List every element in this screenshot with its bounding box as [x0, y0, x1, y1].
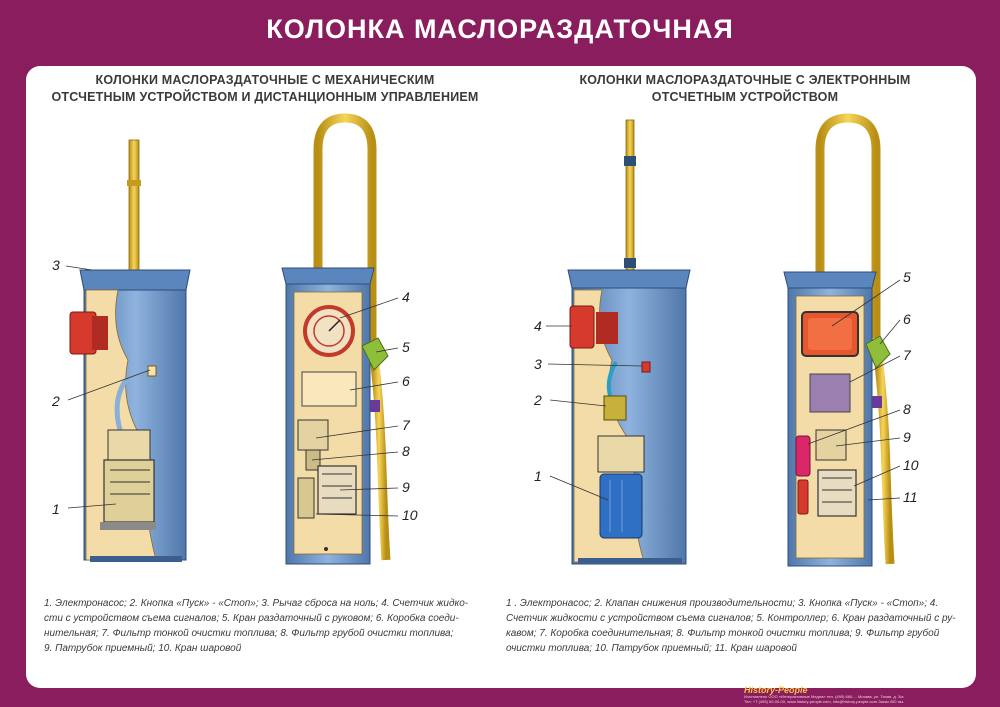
right-label-10: 10	[903, 457, 919, 473]
publisher-fine-print: Изготовлено ООО «Интерактивные Медиа» те…	[744, 694, 934, 704]
left-label-6: 6	[402, 373, 410, 389]
left-label-1: 1	[52, 501, 60, 517]
publisher-logo: History-People	[744, 685, 808, 695]
right-subtitle-line-1: КОЛОНКИ МАСЛОРАЗДАТОЧНЫЕ С ЭЛЕКТРОННЫМ	[579, 73, 911, 87]
right-label-11: 11	[903, 489, 918, 505]
left-label-8: 8	[402, 443, 410, 459]
left-subtitle-line-2: ОТСЧЕТНЫМ УСТРОЙСТВОМ И ДИСТАНЦИОННЫМ УП…	[51, 90, 479, 104]
left-label-4: 4	[402, 289, 410, 305]
left-label-5: 5	[402, 339, 410, 355]
left-subtitle: КОЛОНКИ МАСЛОРАЗДАТОЧНЫЕ С МЕХАНИЧЕСКИМ …	[30, 72, 500, 106]
left-legend: 1. Электронасос; 2. Кнопка «Пуск» - «Сто…	[44, 596, 474, 656]
right-label-1: 1	[534, 468, 542, 484]
fine-print-line-2: Тел: +7 (495) 00-00-00, www.history-peop…	[744, 699, 905, 704]
left-pump-cutaway	[69, 139, 191, 562]
left-label-3: 3	[52, 257, 60, 273]
publisher-footer: History-People Изготовлено ООО «Интеракт…	[744, 685, 994, 706]
right-label-2: 2	[533, 392, 542, 408]
right-label-4: 4	[534, 318, 542, 334]
right-legend-line-1: 1 . Электронасос; 2. Клапан снижения про…	[506, 598, 939, 609]
right-label-7: 7	[903, 347, 912, 363]
right-legend-line-4: очистки топлива; 10. Патрубок приемный; …	[506, 643, 797, 654]
leader-lines	[65, 265, 901, 517]
right-legend: 1 . Электронасос; 2. Клапан снижения про…	[506, 596, 956, 656]
fine-print-line-1: Изготовлено ООО «Интерактивные Медиа» те…	[744, 694, 904, 699]
right-label-6: 6	[903, 311, 911, 327]
left-legend-line-4: 9. Патрубок приемный; 10. Кран шаровой	[44, 643, 242, 654]
page-title: КОЛОНКА МАСЛОРАЗДАТОЧНАЯ	[266, 14, 734, 44]
left-pump-interior	[281, 113, 391, 565]
right-label-3: 3	[534, 356, 542, 372]
left-label-10: 10	[402, 507, 418, 523]
right-label-5: 5	[903, 269, 911, 285]
left-label-9: 9	[402, 479, 410, 495]
left-legend-line-2: сти с устройством съема сигналов; 5. Кра…	[44, 613, 459, 624]
right-label-8: 8	[903, 401, 911, 417]
right-subtitle-line-2: ОТСЧЕТНЫМ УСТРОЙСТВОМ	[651, 90, 839, 104]
right-legend-line-2: Счетчик жидкости с устройством съема сиг…	[506, 613, 956, 624]
left-label-7: 7	[402, 417, 411, 433]
right-subtitle: КОЛОНКИ МАСЛОРАЗДАТОЧНЫЕ С ЭЛЕКТРОННЫМ О…	[510, 72, 980, 106]
right-pump-interior	[783, 113, 895, 567]
left-label-2: 2	[51, 393, 60, 409]
left-legend-line-3: нительная; 7. Фильтр тонкой очистки топл…	[44, 628, 454, 639]
right-pump-cutaway	[567, 119, 691, 565]
left-legend-line-1: 1. Электронасос; 2. Кнопка «Пуск» - «Сто…	[44, 598, 469, 609]
right-label-9: 9	[903, 429, 911, 445]
right-legend-line-3: кавом; 7. Коробка соединительная; 8. Фил…	[506, 628, 940, 639]
left-subtitle-line-1: КОЛОНКИ МАСЛОРАЗДАТОЧНЫЕ С МЕХАНИЧЕСКИМ	[95, 73, 435, 87]
